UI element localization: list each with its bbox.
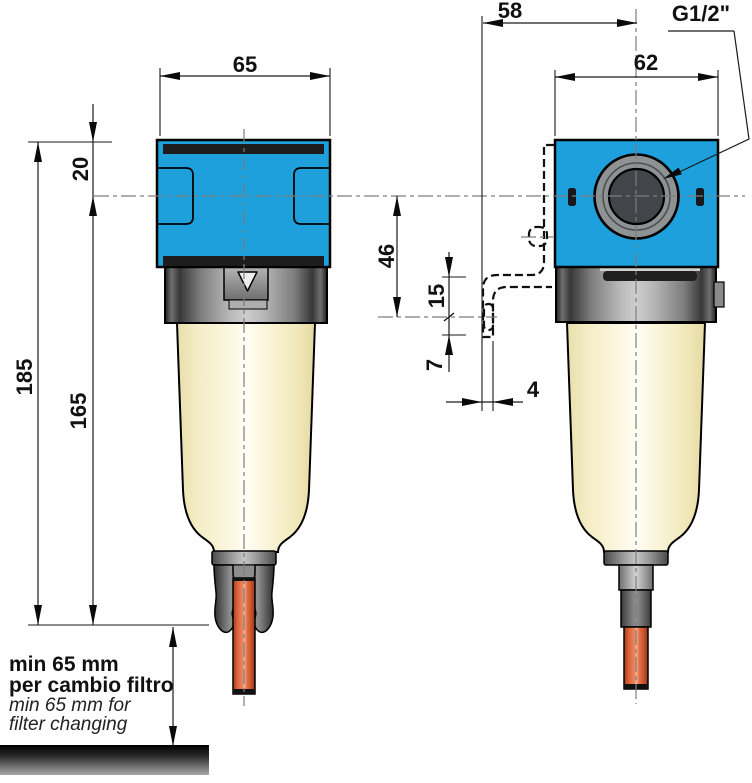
dim-label-62: 62 [634,50,658,75]
dim-label-185: 185 [12,359,37,396]
leader-arrowhead-icon [663,167,682,179]
leader-line [672,30,750,176]
head-slot-right [696,188,704,206]
note-english-line2: filter changing [9,714,128,735]
dim-label-58: 58 [498,0,522,23]
release-tab-step [228,299,268,310]
collar-top-highlight [600,267,700,271]
dim-label-65: 65 [233,52,257,77]
clearance-note: min 65 mm per cambio filtro min 65 mm fo… [9,653,174,735]
head-bottom-band [163,256,324,266]
filter-bowl-front [176,322,316,553]
release-triangle-icon [237,271,258,292]
side-view [553,138,725,690]
port-size-label: G1/2" [672,1,730,26]
note-italian-line1: min 65 mm [9,653,119,676]
dim-label-4: 4 [527,377,540,402]
dim-label-20: 20 [68,157,93,181]
dim-label-46: 46 [374,244,399,268]
head-slot-left [568,188,576,206]
note-italian-line2: per cambio filtro [9,674,174,697]
ground [0,745,209,775]
tube-top-edge [233,578,255,581]
dim-label-15: 15 [424,284,449,308]
head-notch-left [157,167,194,225]
note-english-line1: min 65 mm for [9,695,131,716]
bracket-profile [481,143,554,339]
mounting-bracket-hidden [481,143,554,339]
collar-dark-band [603,271,697,281]
centerlines [94,9,745,706]
ground-shadow-bar [0,746,209,775]
arrowheads [34,19,718,746]
collar-side-tab [713,281,725,308]
dim-label-165: 165 [66,393,91,430]
dimensions: 65 20 185 165 58 62 G1/2" 46 15 7 4 [12,0,750,746]
dim-label-7: 7 [422,359,447,371]
